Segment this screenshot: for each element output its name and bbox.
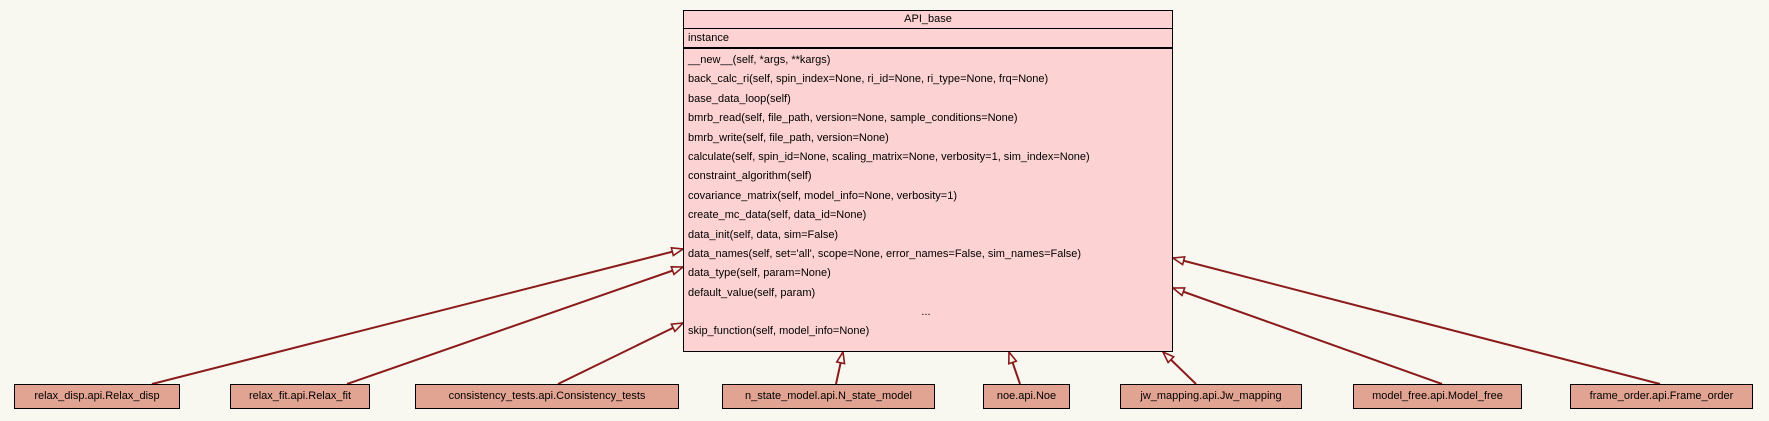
class-box-consistency-tests[interactable]: consistency_tests.api.Consistency_tests xyxy=(415,384,679,409)
class-box-label: relax_disp.api.Relax_disp xyxy=(34,390,160,402)
class-methods-list: __new__(self, *args, **kargs) back_calc_r… xyxy=(684,49,1172,342)
class-box-relax-fit[interactable]: relax_fit.api.Relax_fit xyxy=(230,384,370,409)
method-row: data_init(self, data, sim=False) xyxy=(688,228,839,241)
method-row: base_data_loop(self) xyxy=(688,92,791,105)
inheritance-arrow-relax-fit xyxy=(346,267,683,385)
method-row: skip_function(self, model_info=None) xyxy=(688,325,870,338)
class-box-noe[interactable]: noe.api.Noe xyxy=(983,384,1070,409)
class-box-frame-order[interactable]: frame_order.api.Frame_order xyxy=(1570,384,1753,409)
class-box-label: frame_order.api.Frame_order xyxy=(1589,390,1734,402)
class-box-label: jw_mapping.api.Jw_mapping xyxy=(1140,390,1282,402)
method-row: bmrb_write(self, file_path, version=None… xyxy=(688,131,889,144)
class-box-label: n_state_model.api.N_state_model xyxy=(745,390,912,402)
method-row: create_mc_data(self, data_id=None) xyxy=(688,209,867,222)
method-row: bmrb_read(self, file_path, version=None,… xyxy=(688,112,1018,125)
class-box-n-state-model[interactable]: n_state_model.api.N_state_model xyxy=(722,384,935,409)
class-box-label: noe.api.Noe xyxy=(996,390,1057,402)
class-box-label: consistency_tests.api.Consistency_tests xyxy=(448,390,646,402)
inheritance-arrow-noe xyxy=(1009,352,1021,385)
class-box-label: model_free.api.Model_free xyxy=(1372,390,1503,402)
inheritance-arrow-model-free xyxy=(1173,287,1443,385)
method-row: back_calc_ri(self, spin_index=None, ri_i… xyxy=(688,73,1049,86)
method-row: constraint_algorithm(self) xyxy=(688,170,812,183)
inheritance-arrow-relax-disp xyxy=(151,249,683,385)
class-box-api-base[interactable]: API_base instance __new__(self, *args, *… xyxy=(683,10,1173,352)
inheritance-arrow-jw-mapping xyxy=(1163,352,1197,385)
method-row: __new__(self, *args, **kargs) xyxy=(688,54,831,66)
class-attribute: instance xyxy=(684,29,1172,49)
class-title: API_base xyxy=(684,11,1172,29)
methods-ellipsis: ... xyxy=(921,306,931,319)
method-row: covariance_matrix(self, model_info=None,… xyxy=(688,189,958,202)
inheritance-arrow-frame-order xyxy=(1173,258,1661,385)
method-row: data_names(self, set='all', scope=None, … xyxy=(688,247,1082,260)
method-row: calculate(self, spin_id=None, scaling_ma… xyxy=(688,150,1090,163)
class-box-label: relax_fit.api.Relax_fit xyxy=(248,390,352,402)
class-box-model-free[interactable]: model_free.api.Model_free xyxy=(1353,384,1522,409)
method-row: default_value(self, param) xyxy=(688,286,816,299)
method-row: data_type(self, param=None) xyxy=(688,267,831,280)
class-box-relax-disp[interactable]: relax_disp.api.Relax_disp xyxy=(14,384,180,409)
inheritance-arrow-n-state-model xyxy=(835,352,843,385)
class-box-jw-mapping[interactable]: jw_mapping.api.Jw_mapping xyxy=(1120,384,1302,409)
inheritance-arrow-consistency-tests xyxy=(557,323,683,385)
